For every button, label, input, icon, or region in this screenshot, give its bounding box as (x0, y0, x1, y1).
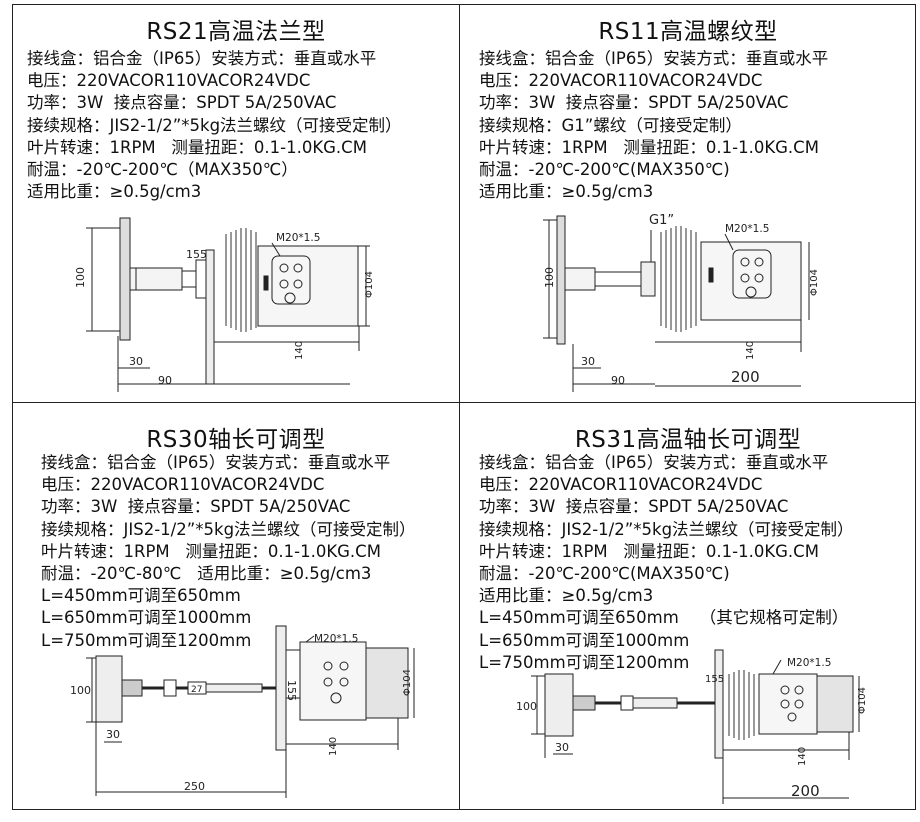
spec-line: 电压：220VACOR110VACOR24VDC (479, 475, 763, 495)
spec-line: L=450mm可调至650mm (41, 586, 241, 606)
spec-line: 电压：220VACOR110VACOR24VDC (479, 71, 763, 91)
spec-line: 接线盒：铝合金（IP65）安装方式：垂直或水平 (479, 49, 829, 68)
dim-height: 100 (70, 684, 91, 697)
dimension-drawing: 100 G1” M20*1.5 Φ104 (543, 213, 820, 392)
spec-line: 耐温：-20℃-200℃(MAX350℃) (479, 160, 730, 180)
spec-line: 接续规格：JIS2-1/2”*5kg法兰螺纹（可接受定制） (479, 519, 854, 539)
dim-diameter: Φ104 (809, 269, 820, 296)
vertical-divider (459, 4, 460, 810)
dim-diameter: Φ104 (402, 669, 413, 696)
spec-line: 叶片转速：1RPM 测量扭距：0.1-1.0KG.CM (41, 541, 381, 561)
spec-line: 功率：3W 接点容量：SPDT 5A/250VAC (27, 93, 337, 113)
spec-line: 功率：3W 接点容量：SPDT 5A/250VAC (479, 93, 789, 113)
g1-label: G1” (649, 213, 674, 228)
spec-line: 功率：3W 接点容量：SPDT 5A/250VAC (41, 497, 351, 517)
spec-line: 适用比重：≥0.5g/cm3 (479, 586, 654, 606)
spec-line: 接线盒：铝合金（IP65）安装方式：垂直或水平 (479, 453, 829, 472)
spec-line: 接续规格：JIS2-1/2”*5kg法兰螺纹（可接受定制） (27, 115, 402, 135)
dim-diameter: Φ104 (857, 687, 868, 714)
spec-line: 耐温：-20℃-80℃ 适用比重：≥0.5g/cm3 (41, 564, 372, 584)
panel-title: RS31高温轴长可调型 (574, 427, 802, 453)
horizontal-divider (12, 402, 916, 403)
panel-rs21: RS21高温法兰型 接线盒：铝合金（IP65）安装方式：垂直或水平 电压：220… (14, 6, 458, 401)
dim-140: 140 (745, 341, 756, 360)
dimension-drawing: 100 155 M20*1.5 (74, 217, 375, 392)
spec-line: 耐温：-20℃-200℃(MAX350℃) (479, 564, 730, 584)
panel-rs31: RS31高温轴长可调型 接线盒：铝合金（IP65）安装方式：垂直或水平 电压：2… (461, 404, 915, 808)
spec-line: 接线盒：铝合金（IP65）安装方式：垂直或水平 (41, 453, 391, 472)
panel-rs30: RS30轴长可调型 接线盒：铝合金（IP65）安装方式：垂直或水平 电压：220… (14, 404, 458, 808)
spec-line: 电压：220VACOR110VACOR24VDC (27, 71, 311, 91)
dim-30: 30 (581, 355, 595, 368)
dim-27: 27 (191, 685, 202, 695)
dim-155: 155 (186, 248, 207, 261)
dim-30: 30 (555, 741, 569, 754)
spec-line: L=750mm可调至1200mm (41, 630, 252, 650)
dim-90: 90 (158, 374, 172, 387)
spec-line: 适用比重：≥0.5g/cm3 (27, 182, 202, 202)
dim-90: 90 (611, 374, 625, 387)
spec-list: 接线盒：铝合金（IP65）安装方式：垂直或水平 电压：220VACOR110VA… (41, 452, 416, 652)
panel-title: RS30轴长可调型 (146, 427, 326, 453)
dim-30: 30 (106, 728, 120, 741)
dimension-drawing: 100 27 155 M20*1.5 Φ104 140 (70, 625, 415, 798)
panel-rs11: RS11高温螺纹型 接线盒：铝合金（IP65）安装方式：垂直或水平 电压：220… (461, 6, 915, 401)
spec-line: L=450mm可调至650mm （其它规格可定制） (479, 608, 849, 628)
spec-line: L=650mm可调至1000mm (41, 608, 252, 628)
dim-140: 140 (294, 341, 305, 360)
spec-list: 接线盒：铝合金（IP65）安装方式：垂直或水平 电压：220VACOR110VA… (479, 48, 828, 203)
spec-line: L=750mm可调至1200mm (479, 652, 690, 672)
spec-line: 叶片转速：1RPM 测量扭距：0.1-1.0KG.CM (27, 137, 367, 157)
dim-140: 140 (328, 737, 339, 756)
thread-label: M20*1.5 (725, 223, 769, 235)
dim-height: 100 (516, 700, 537, 713)
outer-frame (12, 4, 916, 810)
dim-140: 140 (797, 747, 808, 766)
spec-line: 功率：3W 接点容量：SPDT 5A/250VAC (479, 497, 789, 517)
dim-155: 155 (705, 674, 724, 685)
dim-200: 200 (731, 368, 760, 386)
dim-30: 30 (129, 355, 143, 368)
spec-list: 接线盒：铝合金（IP65）安装方式：垂直或水平 电压：220VACOR110VA… (27, 48, 402, 203)
dim-diameter: Φ104 (364, 271, 375, 298)
spec-line: 电压：220VACOR110VACOR24VDC (41, 475, 325, 495)
dim-200: 200 (791, 782, 820, 800)
dim-height: 100 (74, 267, 87, 288)
panel-title: RS11高温螺纹型 (598, 19, 778, 45)
spec-line: 接线盒：铝合金（IP65）安装方式：垂直或水平 (27, 49, 377, 68)
spec-line: 接续规格：JIS2-1/2”*5kg法兰螺纹（可接受定制） (41, 519, 416, 539)
dimension-drawing: 100 155 M20*1.5 Φ104 14 (516, 649, 868, 804)
panel-title: RS21高温法兰型 (146, 19, 326, 45)
spec-line: 耐温：-20℃-200℃（MAX350℃） (27, 160, 298, 180)
thread-label: M20*1.5 (787, 657, 831, 669)
spec-line: 适用比重：≥0.5g/cm3 (479, 182, 654, 202)
spec-line: 接续规格：G1”螺纹（可接受定制） (479, 115, 742, 135)
dim-250: 250 (184, 780, 205, 793)
dim-height: 100 (543, 267, 556, 288)
spec-line: L=650mm可调至1000mm (479, 630, 690, 650)
thread-label: M20*1.5 (276, 232, 320, 244)
dim-155: 155 (285, 680, 298, 701)
spec-list: 接线盒：铝合金（IP65）安装方式：垂直或水平 电压：220VACOR110VA… (479, 452, 854, 674)
spec-line: 叶片转速：1RPM 测量扭距：0.1-1.0KG.CM (479, 137, 819, 157)
thread-label: M20*1.5 (314, 633, 358, 645)
spec-line: 叶片转速：1RPM 测量扭距：0.1-1.0KG.CM (479, 541, 819, 561)
